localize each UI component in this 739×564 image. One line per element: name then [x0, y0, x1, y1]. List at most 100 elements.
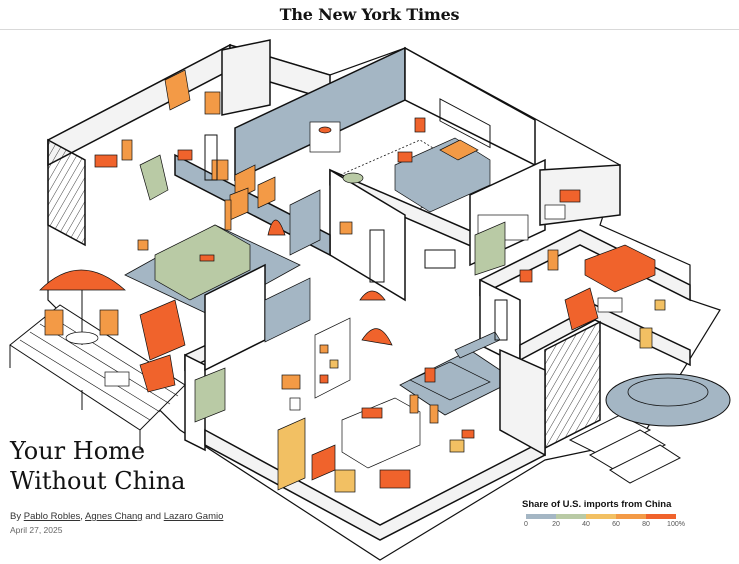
doors-windows [204, 98, 508, 341]
legend-swatch [646, 514, 661, 519]
office-bin [137, 239, 149, 251]
office-desk-lamp [121, 139, 133, 161]
legend-tick-label: 0 [524, 521, 528, 528]
lounge-chair [139, 299, 186, 361]
kids-lamp [547, 249, 559, 271]
kids-chair [639, 327, 653, 349]
legend-color-scale [526, 514, 676, 519]
utility-bin [289, 397, 301, 411]
side-table [339, 221, 353, 235]
living-room-sofa [154, 224, 251, 301]
closet-window [424, 249, 456, 269]
bed-pillows [439, 139, 479, 161]
kitchen-island [341, 397, 421, 469]
patio-table [65, 331, 99, 345]
legend-swatch [526, 514, 541, 519]
byline-prefix: By [10, 511, 22, 522]
legend-swatch [601, 514, 616, 519]
island-items [361, 407, 383, 419]
legend-title: Share of U.S. imports from China [522, 498, 674, 511]
legend-tick-label: 80 [642, 521, 650, 528]
deck-planter [104, 371, 130, 387]
patio-chair-1 [44, 309, 64, 336]
study-chair [164, 69, 191, 111]
bedroom-ottoman [342, 172, 364, 184]
shelf-item-1 [319, 344, 329, 354]
byline-and: and [145, 511, 162, 522]
washer [194, 367, 226, 423]
garage-stairs [568, 414, 682, 484]
study-stool [204, 91, 221, 115]
indoor-plant [267, 219, 286, 236]
dining-chair-2 [429, 404, 439, 424]
isometric-house-illustration [9, 39, 731, 561]
hallway-plant [359, 290, 386, 301]
publish-date: April 27, 2025 [10, 525, 63, 535]
bedroom-window [439, 98, 491, 149]
wall-storage [211, 159, 229, 181]
masthead: The New York Times [0, 0, 739, 30]
office-door [204, 134, 218, 181]
legend-swatch [661, 514, 676, 519]
kids-box [654, 299, 666, 311]
office-printer [94, 154, 118, 168]
bedroom-lower-wall [329, 168, 406, 302]
article-headline: Your Home Without China [10, 437, 186, 495]
study-box [177, 149, 193, 161]
legend-swatch [541, 514, 556, 519]
dining-chair-1 [409, 394, 419, 414]
laundry-basket [559, 189, 581, 203]
rocking-horse [564, 287, 599, 331]
wall-art-2 [257, 176, 276, 209]
tv [289, 189, 321, 256]
legend-swatch [631, 514, 646, 519]
author-link-agnes-chang[interactable]: Agnes Chang [85, 511, 143, 522]
floor-lamp [224, 199, 232, 231]
legend-swatch [571, 514, 586, 519]
byline-separator: , [80, 511, 83, 522]
utility-shelf-item [281, 374, 301, 390]
bedroom-door [369, 229, 385, 283]
fridge [277, 417, 306, 491]
office-chair [139, 154, 169, 201]
office-side-wall [47, 138, 86, 247]
cabinet [264, 277, 311, 343]
bed [394, 137, 491, 213]
nyt-logo[interactable]: The New York Times [279, 5, 460, 24]
car [605, 373, 731, 427]
bathroom-wall [221, 39, 271, 116]
kitchen-bowl [461, 429, 475, 439]
dresser [309, 121, 341, 153]
kids-room-door [494, 299, 508, 341]
closet-dresser [474, 221, 506, 276]
legend-swatch [556, 514, 571, 519]
walls [47, 39, 691, 541]
legend-tick-label: 20 [552, 521, 560, 528]
masthead-rule [0, 29, 739, 30]
furniture [39, 69, 666, 493]
patio-umbrella [39, 269, 126, 291]
sofa-pillow [199, 254, 215, 262]
kitchen-cabinet [334, 469, 356, 493]
legend-swatch [616, 514, 631, 519]
legend-tick-label: 100% [667, 521, 685, 528]
dresser-item [318, 126, 332, 134]
legend-swatch [586, 514, 601, 519]
author-link-lazaro-gamio[interactable]: Lazaro Gamio [163, 511, 224, 522]
hallway-plant-2 [361, 328, 393, 346]
kids-bed [584, 244, 656, 293]
laundry-shelf [544, 204, 566, 220]
pantry-item [449, 439, 465, 453]
deck-chair [139, 354, 176, 393]
kids-drawer [597, 297, 623, 313]
nightstand-lamp [414, 117, 426, 133]
dining-light [424, 367, 436, 383]
shelf-item-2 [329, 359, 339, 369]
kids-toy [519, 269, 533, 283]
author-link-pablo-robles[interactable]: Pablo Robles [23, 511, 81, 522]
patio-chair-2 [99, 309, 119, 336]
stove [379, 469, 411, 489]
shelf-item-3 [319, 374, 329, 384]
